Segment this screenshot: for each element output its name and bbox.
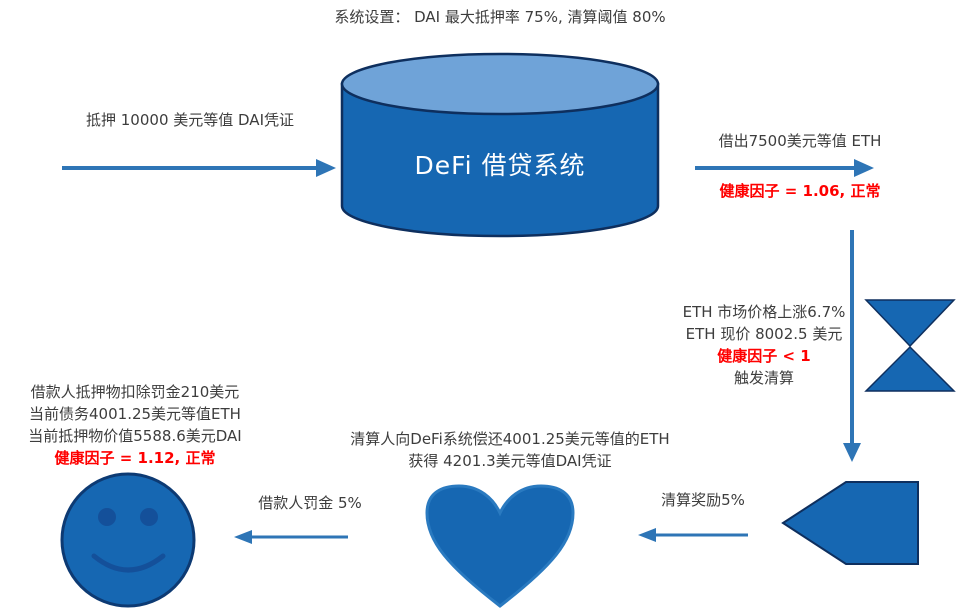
eth-current-price-text: ETH 现价 8002.5 美元 [685, 325, 843, 343]
liquidator-receive-text: 获得 4201.3美元等值DAI凭证 [408, 452, 612, 470]
borrow-label: 借出7500美元等值 ETH [718, 132, 882, 150]
liquidator-repay-text: 清算人向DeFi系统偿还4001.25美元等值的ETH [350, 430, 670, 448]
deposit-arrow [62, 159, 336, 177]
borrow-arrow [695, 159, 874, 177]
reward-arrow [638, 528, 748, 542]
penalty-arrow [234, 530, 348, 544]
health-factor-below-1-label: 健康因子 < 1 [717, 347, 811, 365]
borrower-result-block: 借款人抵押物扣除罚金210美元 当前债务4001.25美元等值ETH 当前抵押物… [4, 381, 266, 469]
eth-price-rise-text: ETH 市场价格上涨6.7% [682, 303, 846, 321]
liquidation-reward-label: 清算奖励5% [661, 491, 745, 509]
left-pentagon-arrow-icon [781, 481, 919, 565]
down-arrow [843, 230, 861, 462]
database-cylinder-icon [340, 52, 660, 238]
heart-icon [425, 484, 575, 608]
current-collateral-text: 当前抵押物价值5588.6美元DAI [28, 427, 242, 445]
hourglass-triangles-icon [864, 299, 956, 392]
penalty-deduction-text: 借款人抵押物扣除罚金210美元 [30, 383, 240, 401]
borrower-penalty-label: 借款人罚金 5% [258, 494, 362, 512]
health-factor-normal-1-label: 健康因子 = 1.06, 正常 [719, 182, 881, 200]
current-debt-text: 当前债务4001.25美元等值ETH [29, 405, 241, 423]
smiley-face-icon [60, 472, 196, 608]
deposit-label: 抵押 10000 美元等值 DAI凭证 [86, 111, 294, 129]
market-event-block: ETH 市场价格上涨6.7% ETH 现价 8002.5 美元 健康因子 < 1… [654, 301, 874, 389]
health-factor-normal-2-label: 健康因子 = 1.12, 正常 [54, 449, 216, 467]
trigger-liquidation-text: 触发清算 [733, 369, 794, 387]
system-settings-text: 系统设置： DAI 最大抵押率 75%, 清算阈值 80% [334, 8, 666, 26]
system-title: DeFi 借贷系统 [414, 151, 586, 180]
liquidation-action-block: 清算人向DeFi系统偿还4001.25美元等值的ETH 获得 4201.3美元等… [328, 428, 692, 472]
